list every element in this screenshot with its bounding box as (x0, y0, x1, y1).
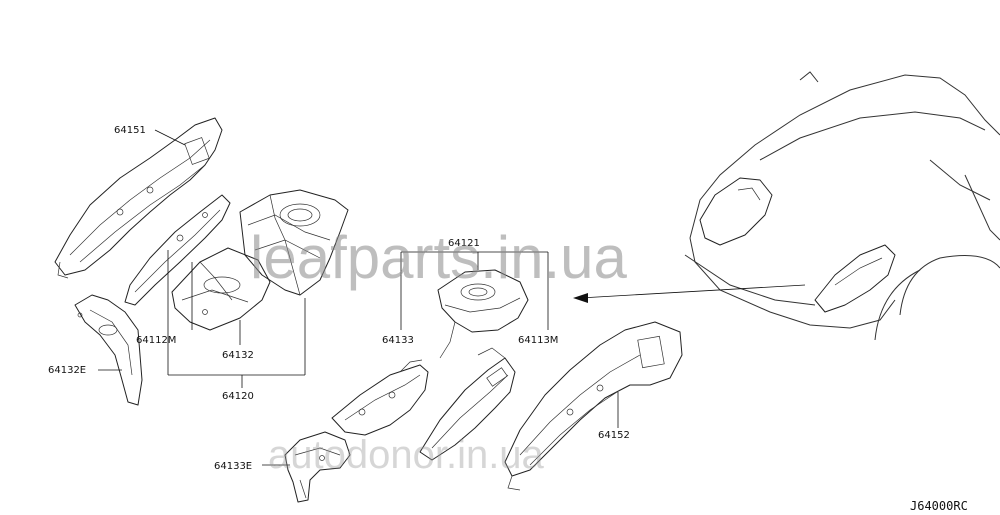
callout-64112m: 64112M (136, 335, 176, 346)
part-64121-drawing (437, 269, 529, 359)
part-64112m-drawing (124, 194, 231, 306)
leader-64151 (154, 129, 186, 146)
callout-64133e: 64133E (214, 461, 252, 472)
watermark-primary: leafparts.in.ua (250, 224, 628, 291)
leaders-64120-group (167, 250, 306, 388)
arrow-head-icon (573, 293, 588, 303)
callout-64132: 64132 (222, 350, 254, 361)
part-64133-drawing (331, 359, 429, 436)
part-64133e-drawing (284, 431, 351, 503)
vehicle-front-drawing (684, 71, 1000, 341)
callout-64152: 64152 (598, 430, 630, 441)
callout-64133: 64133 (382, 335, 414, 346)
watermark-secondary: autodonor.in.ua (268, 433, 545, 477)
part-64120-drawing (239, 189, 349, 296)
part-64132e-drawing (74, 294, 143, 406)
callout-64113m: 64113M (518, 335, 558, 346)
part-64152-drawing (504, 321, 683, 491)
part-64151-drawing (54, 117, 223, 279)
callout-64151: 64151 (114, 125, 146, 136)
callout-64120: 64120 (222, 391, 254, 402)
callout-64121: 64121 (448, 238, 480, 249)
callout-64132e: 64132E (48, 365, 86, 376)
arrow-line (579, 284, 806, 299)
part-64113m-drawing (419, 347, 516, 461)
leaders-64121 (400, 251, 549, 330)
diagram-code: J64000RC (910, 499, 968, 513)
